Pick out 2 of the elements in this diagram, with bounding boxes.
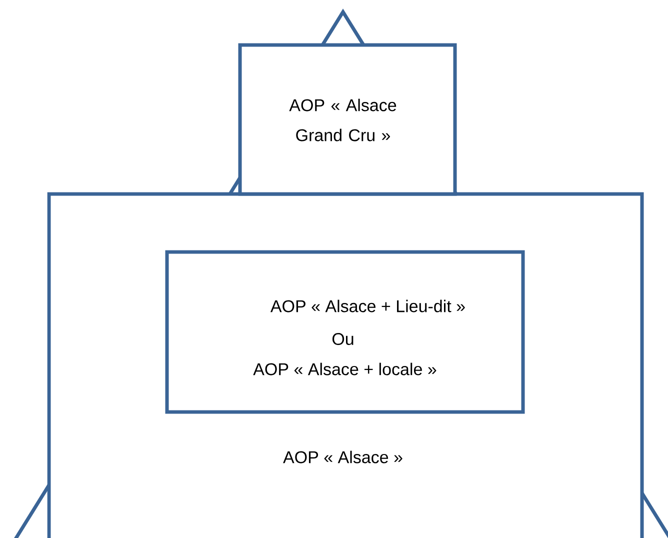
label-box: AOP « Alsace Grand Cru » (238, 43, 457, 196)
inner-box: AOP « Alsace + Lieu-dit » Ou AOP « Alsace + locale » (165, 250, 525, 414)
